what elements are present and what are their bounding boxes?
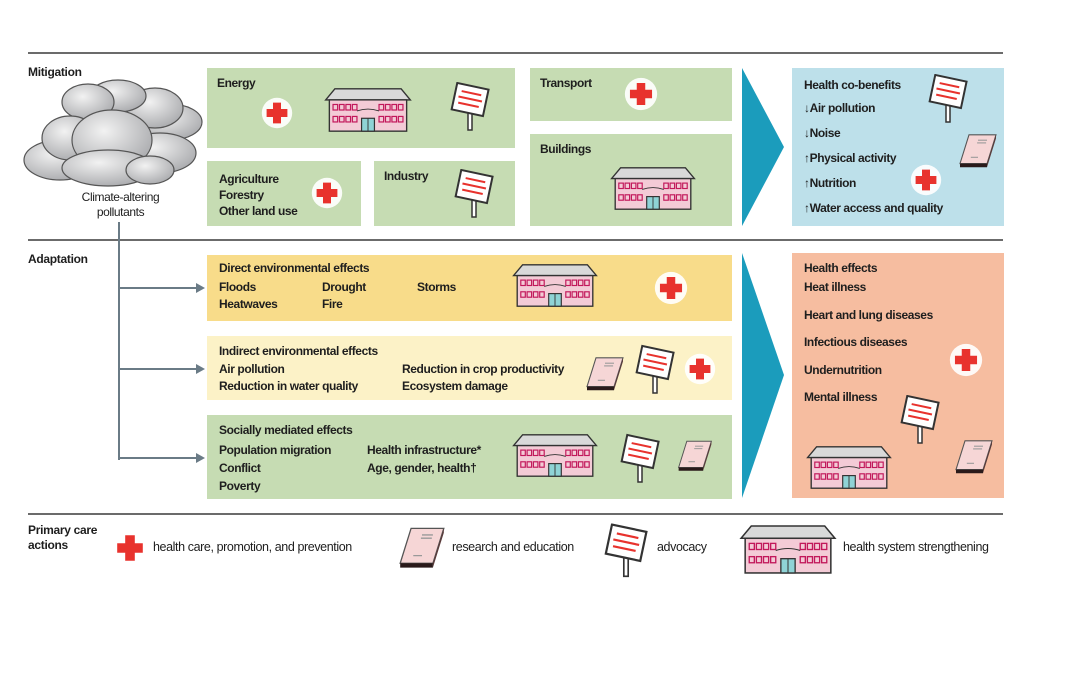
health-effect-item: Heat illness <box>804 280 866 294</box>
health-effect-item: Heart and lung diseases <box>804 308 933 322</box>
health-care-cross-icon <box>261 97 293 129</box>
section-divider-primary-care <box>28 513 1003 515</box>
hospital-building-icon <box>510 433 600 478</box>
co-benefit-item: ↑Nutrition <box>804 176 856 190</box>
section-label-adaptation: Adaptation <box>28 252 88 266</box>
hospital-building-icon <box>804 445 894 490</box>
legend-health-care-label: health care, promotion, and prevention <box>153 540 352 554</box>
research-book-icon <box>958 133 998 169</box>
cloud-icon <box>23 79 203 187</box>
energy-box: Energy <box>207 68 515 148</box>
buildings-box: Buildings <box>530 134 732 226</box>
co-benefit-item: ↑Physical activity <box>804 151 897 165</box>
co-benefit-item: ↓Noise <box>804 126 841 140</box>
indirect-effect-item: Air pollution <box>219 362 285 376</box>
arrow-indirect-icon <box>196 364 205 374</box>
section-divider-adaptation <box>28 239 1003 241</box>
climate-pollutants-label: Climate-altering pollutants <box>81 190 160 219</box>
research-book-icon <box>954 439 994 475</box>
section-label-mitigation: Mitigation <box>28 65 82 79</box>
advocacy-sign-icon <box>635 344 675 396</box>
health-effect-item: Mental illness <box>804 390 878 404</box>
indirect-effects-title: Indirect environmental effects <box>219 344 378 358</box>
health-co-benefits-box: Health co-benefits ↓Air pollution ↓Noise… <box>792 68 1004 226</box>
social-effect-item: Population migration <box>219 443 331 457</box>
co-benefits-title: Health co-benefits <box>804 78 901 92</box>
direct-effect-item: Drought <box>322 280 366 294</box>
indirect-effect-item: Ecosystem damage <box>402 379 508 393</box>
indirect-effect-item: Reduction in crop productivity <box>402 362 565 376</box>
direct-effects-box: Direct environmental effects Floods Drou… <box>207 255 732 321</box>
health-effects-box: Health effects Heat illness Heart and lu… <box>792 253 1004 498</box>
section-label-primary-care: Primary care actions <box>28 523 98 552</box>
transport-box: Transport <box>530 68 732 121</box>
indirect-effect-item: Reduction in water quality <box>219 379 358 393</box>
legend-book-icon <box>398 526 446 570</box>
co-benefit-item: ↓Air pollution <box>804 101 876 115</box>
health-care-cross-icon <box>624 77 658 111</box>
connector-social <box>118 457 196 459</box>
legend-cross-icon <box>114 532 146 564</box>
connector-trunk <box>118 222 120 460</box>
mitigation-flow-arrow-icon <box>742 68 784 226</box>
indirect-effects-box: Indirect environmental effects Air pollu… <box>207 336 732 400</box>
social-effects-title: Socially mediated effects <box>219 423 353 437</box>
direct-effect-item: Floods <box>219 280 256 294</box>
advocacy-sign-icon <box>900 395 940 445</box>
health-effect-item: Infectious diseases <box>804 335 908 349</box>
industry-box: Industry <box>374 161 515 226</box>
agriculture-items: Agriculture Forestry Other land use <box>219 172 298 218</box>
social-effect-item: Age, gender, health† <box>367 461 477 475</box>
legend-advocacy-sign-icon <box>604 520 648 582</box>
direct-effects-title: Direct environmental effects <box>219 261 370 275</box>
health-care-cross-icon <box>949 343 983 377</box>
arrow-direct-icon <box>196 283 205 293</box>
health-care-cross-icon <box>311 177 343 209</box>
legend-advocacy-label: advocacy <box>657 540 707 554</box>
agriculture-box: Agriculture Forestry Other land use <box>207 161 361 226</box>
top-divider <box>28 52 1003 54</box>
legend: health care, promotion, and prevention r… <box>0 520 1080 590</box>
direct-effect-item: Fire <box>322 297 343 311</box>
legend-research-label: research and education <box>452 540 574 554</box>
hospital-building-icon <box>322 87 414 133</box>
social-effect-item: Health infrastructure* <box>367 443 481 457</box>
industry-title: Industry <box>384 169 429 183</box>
research-book-icon <box>677 439 713 473</box>
hospital-building-icon <box>510 263 600 308</box>
arrow-social-icon <box>196 453 205 463</box>
legend-system-label: health system strengthening <box>843 540 989 554</box>
health-effects-title: Health effects <box>804 261 878 275</box>
health-care-cross-icon <box>684 353 716 385</box>
advocacy-sign-icon <box>450 82 490 132</box>
hospital-building-icon <box>608 166 698 211</box>
health-care-cross-icon <box>654 271 688 305</box>
social-effects-box: Socially mediated effects Population mig… <box>207 415 732 499</box>
social-effect-item: Conflict <box>219 461 261 475</box>
transport-title: Transport <box>540 76 592 90</box>
social-effect-item: Poverty <box>219 479 261 493</box>
research-book-icon <box>585 356 625 392</box>
advocacy-sign-icon <box>620 433 660 485</box>
direct-effect-item: Storms <box>417 280 456 294</box>
legend-building-icon <box>737 524 839 575</box>
connector-direct <box>118 287 196 289</box>
co-benefit-item: ↑Water access and quality <box>804 201 943 215</box>
buildings-title: Buildings <box>540 142 592 156</box>
advocacy-sign-icon <box>454 165 494 223</box>
energy-title: Energy <box>217 76 256 90</box>
advocacy-sign-icon <box>928 74 968 124</box>
adaptation-flow-arrow-icon <box>742 253 784 498</box>
direct-effect-item: Heatwaves <box>219 297 278 311</box>
health-care-cross-icon <box>910 164 942 196</box>
connector-indirect <box>118 368 196 370</box>
health-effect-item: Undernutrition <box>804 363 882 377</box>
